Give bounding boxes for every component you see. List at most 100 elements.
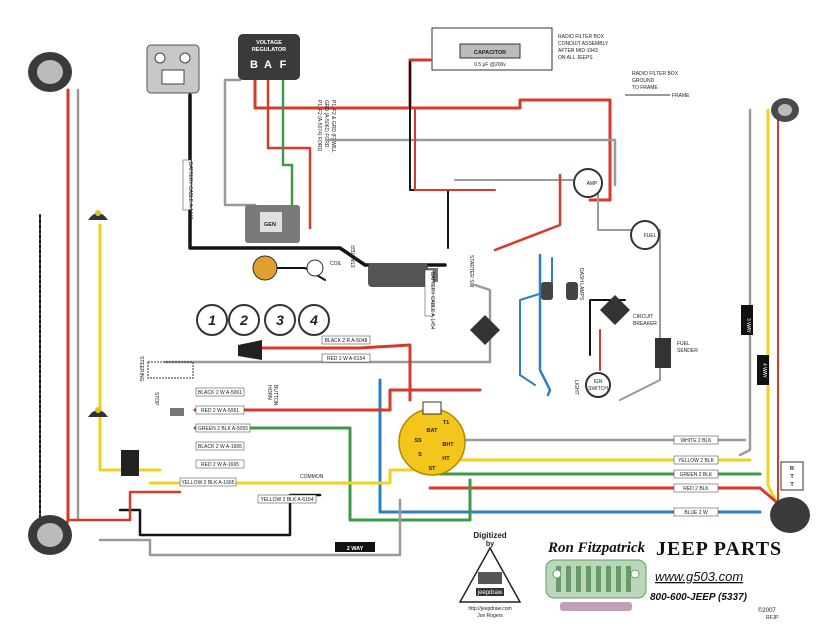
switch-terminal-ss: SS [414,438,422,444]
wire-label-boxes: WHITE 2 BLK YELLOW 2 BLK GREEN 2 BLK RED… [179,159,719,517]
wire-green-mid [193,426,472,522]
jeep-grille-logo [545,559,647,611]
svg-text:2: 2 [239,312,248,328]
frame-label: FRAME [672,93,690,99]
svg-text:by: by [486,541,494,548]
svg-text:BLACK 2 W A-5061: BLACK 2 W A-5061 [198,390,242,396]
starter-switch-label: STARTER SW [468,255,474,288]
svg-text:FUEL: FUEL [677,341,690,347]
wire-black-coil [264,267,326,281]
wire-label-blue-2w: BLUE 2 W [673,507,719,517]
battery-positive-terminal [179,52,191,64]
svg-text:GREEN 2 BLK: GREEN 2 BLK [680,472,713,478]
wire-red-starter-feed [414,109,496,191]
blackout-lamp-right [771,98,799,122]
svg-text:BLUE 2 W: BLUE 2 W [684,510,708,516]
svg-text:R: R [790,466,794,472]
trailer-connector-lower [121,450,139,476]
dash-lamps: DASH LAMPS [541,268,584,301]
voltage-regulator: VOLTAGE REGULATOR B A F [238,34,300,80]
svg-text:IGN: IGN [594,379,603,385]
wire-regulator-f-green [281,76,294,224]
svg-text:RADIO FILTER BOX: RADIO FILTER BOX [558,34,605,40]
svg-text:SWITCH: SWITCH [588,386,608,392]
connector-3way-right: 3 WAY [741,305,753,335]
wires [39,58,782,557]
svg-text:3 WAY: 3 WAY [745,318,751,334]
wire-label-red2w-a5061: RED 2 W A-5061 [195,405,245,415]
wire-red-to-tail [428,486,782,507]
switch-terminal-st: ST [428,466,436,472]
tail-lamp-right [770,497,810,533]
wire-label-red2w-a6154: RED 2 W A-6154 [321,353,371,363]
svg-text:1: 1 [208,312,216,328]
svg-text:AFTER MID-1943: AFTER MID-1943 [558,48,598,54]
connector-4way-right: 4 WAY [757,355,769,385]
wire-label-black2w-a1665: BLACK 2 W A-1665 [195,441,245,451]
svg-text:RED 2 BLK: RED 2 BLK [683,486,709,492]
svg-text:T: T [790,482,794,488]
dash-lamps-label: DASH LAMPS [578,268,584,301]
battery [146,44,200,94]
svg-text:ON ALL JEEPS: ON ALL JEEPS [558,55,593,61]
wire-label-yellow2blk-a6154: YELLOW 2 BLK A-6154 [257,494,317,504]
headlamp-left-lower [28,515,72,555]
starter-label: STARTER [351,245,357,268]
regulator-letter-b: B [250,59,258,71]
svg-text:RED 2 W A-1665: RED 2 W A-1665 [201,462,239,468]
svg-text:4: 4 [309,312,318,328]
wire-regulator-grd-gray [223,78,257,207]
copyright: ©2007 [758,607,776,614]
svg-text:BLACK 2 R A-5048: BLACK 2 R A-5048 [325,338,368,344]
stop-switch: STOP [153,392,184,416]
wire-blue-dash-2 [519,257,553,386]
ammeter-gauge: AMP [573,168,603,198]
svg-text:RADIO FILTER BOX: RADIO FILTER BOX [632,71,679,77]
svg-text:SENDER: SENDER [677,348,698,354]
switch-terminal-t1: T1 [443,420,449,426]
brand-block: Ron Fitzpatrick JEEP PARTS www.g503.com … [545,538,781,621]
wire-gray-lower [98,498,402,557]
wire-label-white-2blk: WHITE 2 BLK [673,435,719,445]
regulator-title-2: REGULATOR [252,47,286,53]
generator: GEN [245,205,300,243]
regulator-title-1: VOLTAGE [256,40,282,46]
svg-text:BUTTON: BUTTON [272,385,278,406]
svg-text:Digitized: Digitized [473,531,506,540]
switch-terminal-ht: HT [442,456,450,462]
brand-url[interactable]: www.g503.com [655,569,743,584]
coil-label: COIL [330,261,342,267]
wire-regulator-a-red [266,76,312,230]
main-light-switch: BAT SS T1 S HT BHT ST [398,401,466,476]
wire-red-lower [66,490,182,522]
svg-text:BATTERY CABLE A-1440: BATTERY CABLE A-1440 [187,162,193,220]
wire-yellow-left-harness [98,223,162,472]
copyright-initials: RFJP [766,615,779,621]
svg-text:T: T [790,474,794,480]
fuel-gauge: FUEL [630,220,660,250]
svg-text:CIRCUIT: CIRCUIT [633,314,653,320]
wire-blue-dash [538,253,552,397]
connector-2way-bottom: 2 WAY [335,542,375,552]
wire-gray-right-harness [738,108,752,457]
circuit-breaker: CIRCUIT BREAKER [600,295,657,327]
svg-text:GROUND: GROUND [632,78,655,84]
wire-label-black2w-a5061: BLACK 2 W A-5061 [195,387,245,397]
wire-label-battery-cable: BATTERY CABLE A-1454 [424,269,435,330]
light-switch-label: LIGHT [573,380,579,395]
horn-button-box: HORN BUTTON [147,361,278,406]
svg-text:GREEN 2 BLK A-5055: GREEN 2 BLK A-5055 [198,426,248,432]
svg-text:3: 3 [276,312,284,328]
wire-label-red2w-a1665: RED 2 W A-1665 [195,459,245,469]
regulator-letter-a: A [264,59,272,71]
ignition-coil: COIL [252,255,342,281]
wire-gray-top-run [328,138,617,187]
radio-ground-note: RADIO FILTER BOX GROUND TO FRAME FRAME [625,71,690,99]
wire-label-red-2blk: RED 2 BLK [673,483,719,493]
svg-text:4 WAY: 4 WAY [761,363,767,379]
regulator-note: P1, F2 (A-5074) FORD GRD (A-5061) FORD P… [316,100,336,153]
svg-text:BATTERY CABLE A-1454: BATTERY CABLE A-1454 [429,272,435,330]
capacitor-label: CAPACITOR [474,50,506,56]
